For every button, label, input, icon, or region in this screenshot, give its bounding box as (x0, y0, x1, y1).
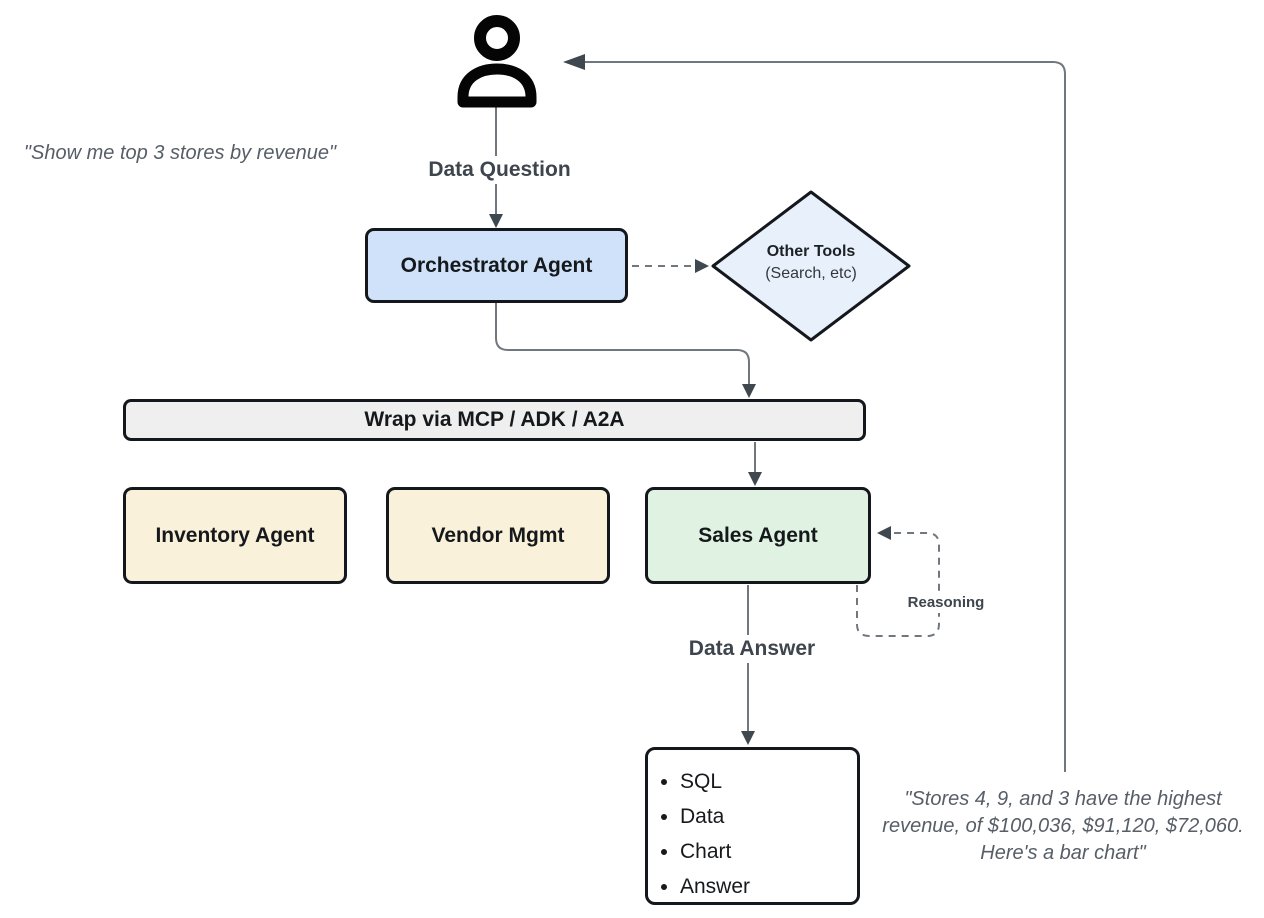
output-item-data: Data (680, 799, 857, 834)
orchestrator-to-wrap-arrowhead (742, 384, 756, 398)
other-tools-title: Other Tools (766, 243, 856, 260)
inventory-agent-label: Inventory Agent (155, 523, 315, 547)
user-question-quote: "Show me top 3 stores by revenue" (23, 142, 337, 164)
inventory-agent-node: Inventory Agent (123, 487, 347, 584)
reasoning-loop-arrowhead (877, 526, 891, 540)
output-item-sql: SQL (680, 764, 857, 799)
reasoning-label: Reasoning (896, 592, 996, 613)
sales-to-output-arrowhead (741, 731, 755, 745)
output-artifacts-list: SQL Data Chart Answer (658, 764, 857, 904)
agent-answer-quote-line1: "Stores 4, 9, and 3 have the highest (904, 788, 1222, 810)
wrap-protocol-bar: Wrap via MCP / ADK / A2A (123, 399, 866, 441)
orchestrator-agent-node: Orchestrator Agent (365, 228, 628, 303)
user-icon (457, 15, 537, 108)
vendor-mgmt-node: Vendor Mgmt (386, 487, 610, 584)
sales-agent-label: Sales Agent (698, 523, 818, 547)
agent-answer-quote-line3: Here's a bar chart" (980, 842, 1146, 864)
other-tools-subtitle: (Search, etc) (765, 265, 857, 282)
output-item-answer: Answer (680, 869, 857, 904)
wrap-to-sales-arrowhead (748, 472, 762, 486)
orchestrator-agent-label: Orchestrator Agent (400, 253, 593, 277)
data-question-label: Data Question (408, 156, 591, 184)
agent-answer-quote: "Stores 4, 9, and 3 have the highest rev… (860, 786, 1264, 867)
data-answer-label: Data Answer (663, 635, 841, 663)
output-item-chart: Chart (680, 834, 857, 869)
wrap-protocol-label: Wrap via MCP / ADK / A2A (364, 408, 625, 431)
orchestrator-to-wrap-line (495, 303, 750, 388)
answer-to-user-arrowhead (563, 54, 585, 70)
agent-answer-quote-line2: revenue, of $100,036, $91,120, $72,060. (882, 815, 1244, 837)
output-artifacts-node: SQL Data Chart Answer (645, 747, 860, 905)
vendor-mgmt-label: Vendor Mgmt (431, 523, 565, 547)
other-tools-text: Other Tools (Search, etc) (746, 241, 876, 285)
orchestrator-to-tools-arrowhead (695, 259, 709, 273)
user-to-orchestrator-arrowhead (489, 214, 503, 228)
sales-agent-node: Sales Agent (645, 487, 871, 584)
